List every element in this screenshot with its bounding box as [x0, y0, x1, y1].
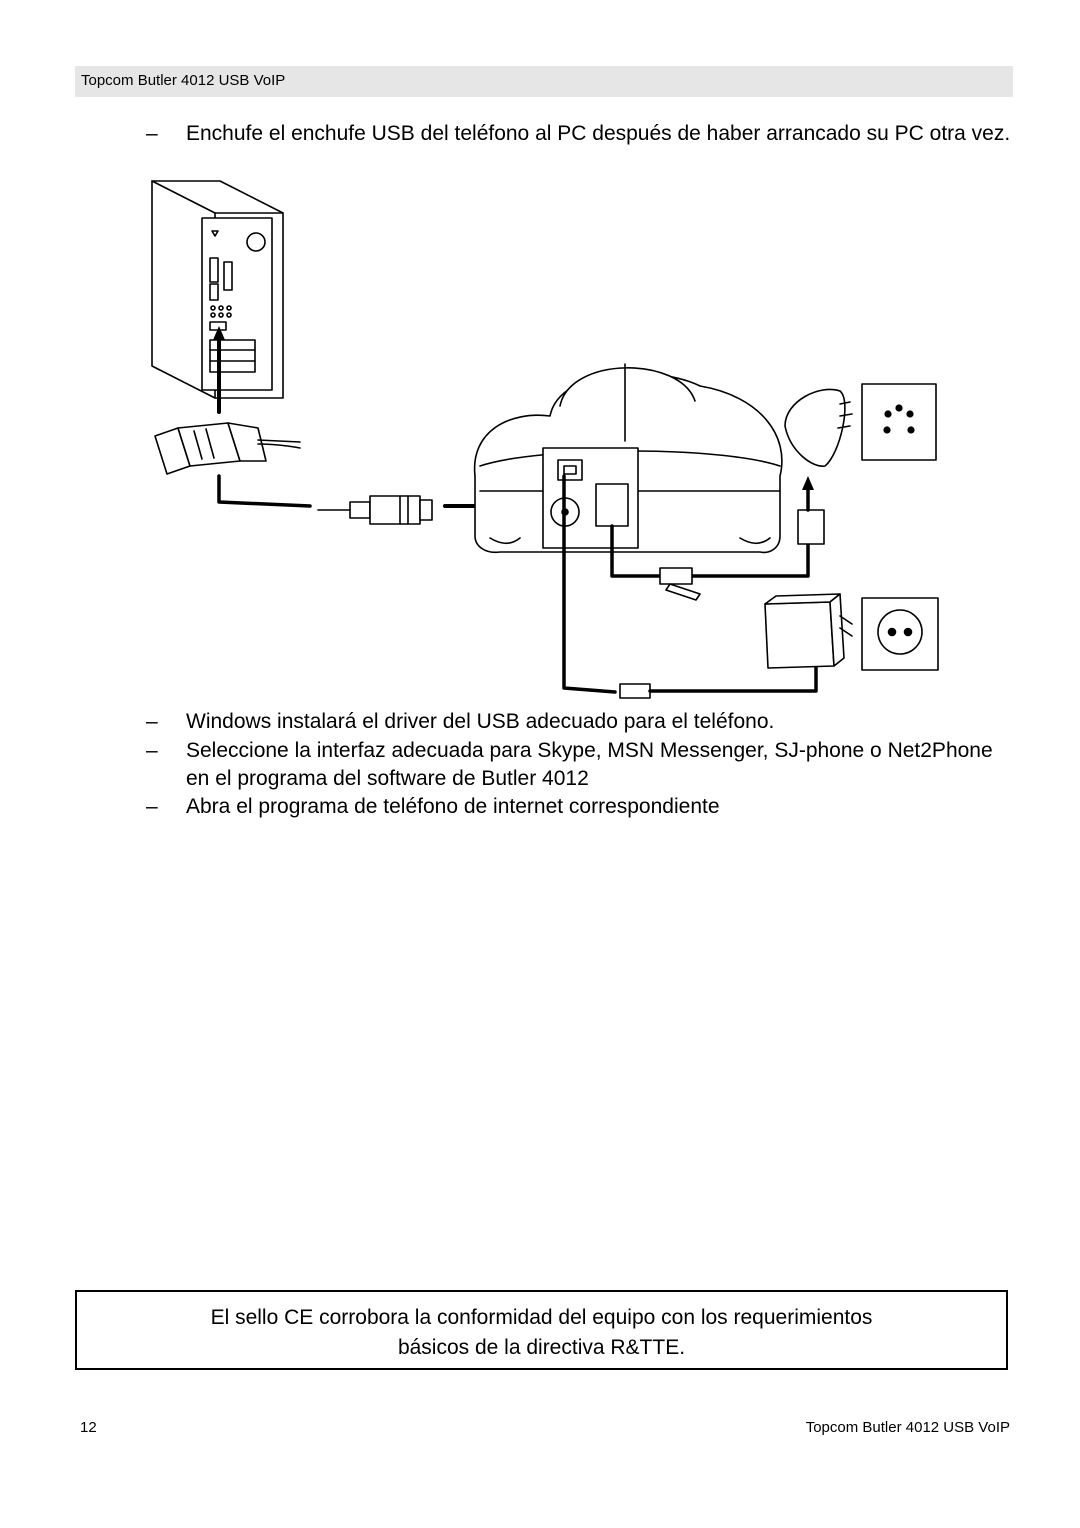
power-socket-illustration — [861, 597, 939, 671]
bullet-dash: – — [146, 795, 158, 818]
footer-title: Topcom Butler 4012 USB VoIP — [805, 1419, 1010, 1436]
phone-plug-illustration — [784, 388, 853, 467]
bullet-text: Windows instalará el driver del USB adec… — [186, 710, 775, 733]
phone-socket-illustration — [861, 383, 937, 461]
bullet-dash: – — [146, 122, 158, 145]
power-adapter-illustration — [764, 593, 853, 669]
telephone-base-illustration — [473, 363, 783, 554]
page-header: Topcom Butler 4012 USB VoIP — [75, 66, 1013, 97]
ce-notice-box: El sello CE corrobora la conformidad del… — [75, 1290, 1008, 1370]
bullet-dash: – — [146, 739, 158, 762]
usb-a-plug-illustration — [154, 422, 301, 475]
connection-diagram — [151, 180, 939, 699]
bullet-text: Enchufe el enchufe USB del teléfono al P… — [186, 122, 1011, 145]
rj11-plug-illustration — [659, 567, 701, 601]
notice-line-2: básicos de la directiva R&TTE. — [397, 1336, 686, 1359]
header-title: Topcom Butler 4012 USB VoIP — [81, 72, 286, 89]
bullet-text: Seleccione la interfaz adecuada para Sky… — [186, 739, 993, 790]
page-number: 12 — [80, 1419, 97, 1436]
notice-line-1: El sello CE corrobora la conformidad del… — [210, 1306, 873, 1329]
bullet-dash: – — [146, 710, 158, 733]
usb-b-plug-illustration — [349, 495, 433, 525]
pc-tower-illustration — [151, 180, 284, 399]
bullet-text: Abra el programa de teléfono de internet… — [186, 795, 720, 818]
